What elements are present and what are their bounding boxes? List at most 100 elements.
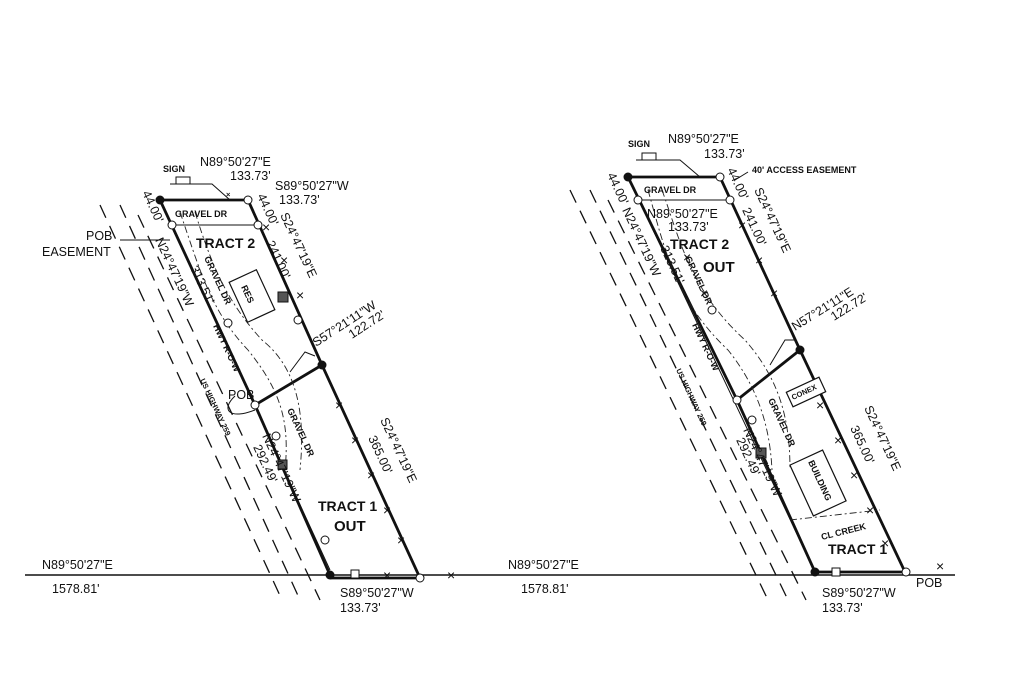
north-inner-distance: 133.73' — [668, 220, 709, 234]
access-easement-label: 40' ACCESS EASEMENT — [752, 165, 857, 175]
highway-dash-line — [569, 189, 769, 601]
tract-boundary — [626, 176, 739, 401]
leader-line — [734, 171, 749, 181]
north-bearing: N89°50'27"E — [668, 132, 739, 146]
highway-label: US HIGHWAY 259 — [198, 377, 232, 437]
leader-line — [289, 351, 316, 373]
svg-text:×: × — [351, 432, 359, 448]
north-inner-bearing: S89°50'27"W — [275, 179, 349, 193]
tract-boundary — [158, 199, 257, 406]
gravel-drive — [647, 189, 773, 471]
conex — [785, 376, 827, 408]
highway-dash-line — [607, 199, 807, 601]
residence — [228, 268, 276, 324]
iron-rod — [293, 315, 303, 325]
tract-divider-line — [736, 348, 801, 402]
sign-icon — [636, 152, 662, 161]
svg-text:×: × — [936, 558, 944, 574]
iron-rod — [250, 400, 260, 410]
svg-text:×: × — [866, 502, 874, 518]
pob-easement-label: POB — [86, 229, 112, 243]
fence-marks: × × × × × × × × × × × — [683, 217, 944, 574]
north-inner-bearing: N89°50'27"E — [647, 207, 718, 221]
svg-text:×: × — [447, 567, 455, 583]
north-distance: 133.73' — [230, 169, 271, 183]
creek-line — [789, 509, 881, 521]
svg-text:×: × — [280, 252, 288, 268]
iron-rod — [223, 318, 233, 328]
iron-rod — [747, 415, 757, 425]
iron-rod — [901, 567, 911, 577]
gravel-drive-label: GRAVEL DR — [175, 209, 228, 219]
svg-text:×: × — [226, 190, 231, 199]
tract-boundary — [160, 198, 423, 580]
svg-text:×: × — [738, 217, 746, 233]
highway-dash-line — [137, 214, 321, 601]
svg-text:×: × — [397, 532, 405, 548]
highway-label: US HIGHWAY 259 — [674, 367, 708, 427]
base-bearing: N89°50'27"E — [42, 558, 113, 572]
svg-text:×: × — [700, 285, 708, 301]
iron-rod — [633, 195, 643, 205]
highway-dash-line — [119, 204, 301, 601]
svg-text:×: × — [834, 432, 842, 448]
iron-rod — [167, 220, 177, 230]
north-distance: 133.73' — [704, 147, 745, 161]
svg-text:×: × — [816, 397, 824, 413]
survey-marker — [350, 569, 360, 579]
leader-line — [198, 183, 231, 201]
pob-arrow — [227, 395, 256, 415]
iron-rod — [707, 305, 717, 315]
corner-pin — [623, 172, 633, 182]
tract-boundary — [253, 404, 332, 576]
creek-label: CL CREEK — [820, 521, 867, 542]
svg-text:×: × — [335, 397, 343, 413]
iron-rod — [320, 535, 330, 545]
sign-label: SIGN — [628, 139, 650, 149]
highway-dash-line — [589, 189, 789, 601]
svg-text:×: × — [367, 467, 375, 483]
corner-pin — [317, 360, 327, 370]
base-distance: 1578.81' — [52, 582, 100, 596]
svg-text:×: × — [755, 252, 763, 268]
utility-box — [277, 291, 289, 303]
tract-1-label: TRACT 1 — [828, 541, 887, 557]
south-bearing: S89°50'27"W — [340, 586, 414, 600]
gravel-drive — [661, 189, 791, 471]
building — [789, 449, 847, 517]
utility-box — [755, 447, 767, 459]
hwy-row-label: HWY R-O-W — [211, 323, 242, 374]
leader-line — [769, 339, 795, 366]
tract-2-label: TRACT 2 — [670, 236, 729, 252]
hwy-row-label: HWY R-O-W — [690, 322, 721, 373]
tract-boundary — [735, 399, 817, 573]
iron-rod — [243, 195, 253, 205]
pob-label: POB — [228, 388, 254, 402]
south-bearing: S89°50'27"W — [822, 586, 896, 600]
iron-rod — [253, 220, 263, 230]
corner-pin — [795, 345, 805, 355]
svg-text:×: × — [296, 287, 304, 303]
north-bearing: N89°50'27"E — [200, 155, 271, 169]
svg-text:×: × — [881, 535, 889, 551]
tract-1-status: OUT — [334, 518, 366, 535]
corner-pin — [325, 570, 335, 580]
iron-rod — [725, 195, 735, 205]
corner-pin — [810, 567, 820, 577]
base-bearing: N89°50'27"E — [508, 558, 579, 572]
corner-pin — [155, 195, 165, 205]
east-distance-upper: 241.00' — [263, 238, 293, 281]
svg-text:×: × — [850, 467, 858, 483]
north-inner-distance: 133.73' — [279, 193, 320, 207]
svg-text:×: × — [383, 567, 391, 583]
left-plat: × × × × × × × × × × × SIGN N89°50' — [42, 155, 455, 615]
right-plat: × × × × × × × × × × × SIGN N89°50'27"E 1 — [508, 132, 944, 615]
iron-rod — [271, 431, 281, 441]
sign-label: SIGN — [163, 164, 185, 174]
utility-box — [277, 459, 288, 470]
fence-marks: × × × × × × × × × × × — [226, 190, 455, 583]
base-distance: 1578.81' — [521, 582, 569, 596]
tract-1-label: TRACT 1 — [318, 498, 377, 514]
pob-easement-label: EASEMENT — [42, 245, 111, 259]
iron-rod — [732, 395, 742, 405]
